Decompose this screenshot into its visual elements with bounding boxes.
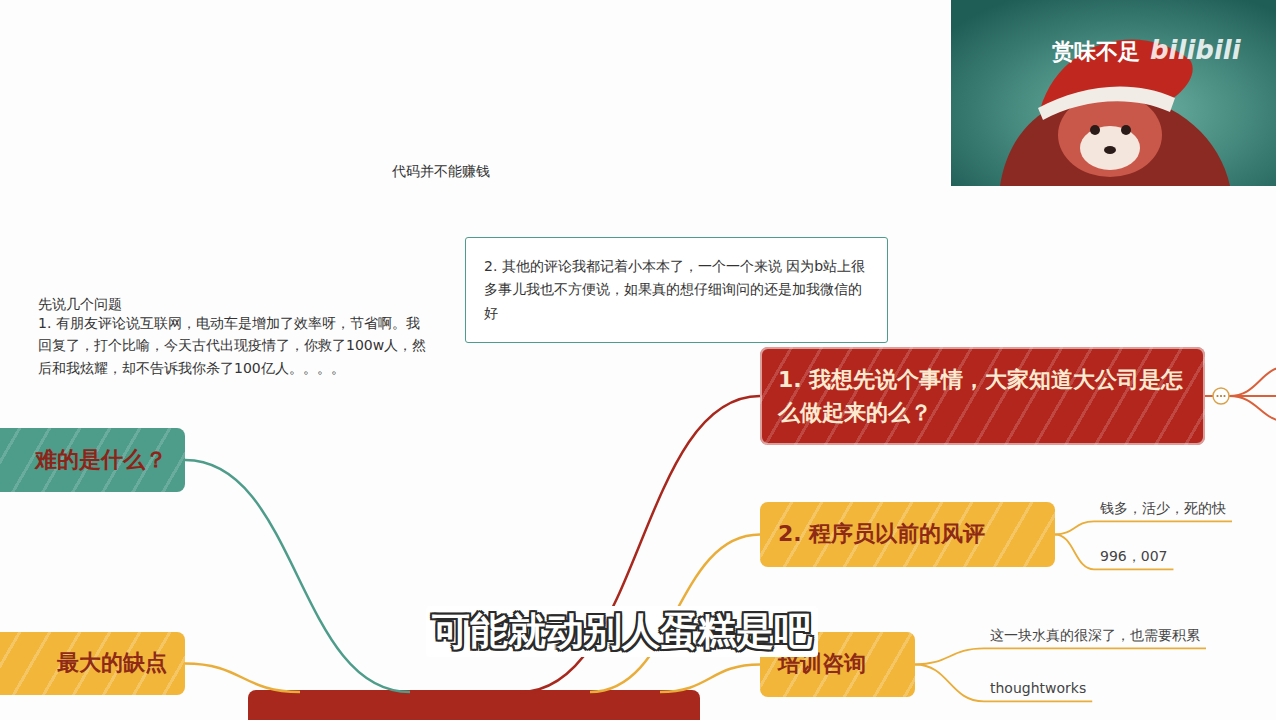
collapse-dot — [1220, 395, 1222, 397]
root-topic-bar — [248, 690, 700, 720]
note-text: 代码并不能赚钱 — [392, 160, 490, 182]
thumbnail-text: 赏味不足 — [1052, 34, 1140, 69]
subtopic-underline — [984, 647, 1206, 649]
comment-box: 2. 其他的评论我都记着小本本了，一个一个来说 因为b站上很多事儿我也不方便说，… — [465, 237, 888, 343]
panda-nose — [1104, 146, 1116, 154]
subtopic-text: thoughtworks — [990, 677, 1086, 699]
collapse-dot — [1216, 395, 1218, 397]
panda-face — [1080, 126, 1140, 170]
subtopic-line — [915, 648, 984, 664]
thumbnail-frame — [949, 0, 951, 186]
note-heading: 先说几个问题 — [38, 293, 122, 315]
santa-hat-brim — [1038, 87, 1175, 120]
node-text: 1. 我想先说个事情，大家知道大公司是怎么做起来的么？ — [778, 363, 1187, 429]
topic-box: 2. 程序员以前的风评 — [760, 502, 1055, 567]
thumbnail-ground — [949, 0, 1276, 186]
watermark: bilibili — [1150, 30, 1241, 72]
subtopic-text: 这一块水真的很深了，也需要积累 — [990, 624, 1200, 646]
subtopic-line — [1055, 535, 1094, 570]
node-text: 最大的缺点 — [57, 648, 167, 679]
node-text: 2. 其他的评论我都记着小本本了，一个一个来说 因为b站上很多事儿我也不方便说，… — [484, 255, 869, 324]
panda-eye — [1121, 125, 1131, 135]
branch-line — [660, 665, 760, 693]
subtopic-underline — [984, 700, 1092, 702]
branch-line — [1229, 396, 1276, 422]
video-subtitle: 可能就动别人蛋糕是吧 — [426, 606, 818, 657]
node-text: 难的是什么？ — [35, 445, 167, 476]
branch-line — [1205, 395, 1213, 397]
topic-box: 最大的缺点 — [0, 632, 185, 695]
subtopic-text: 钱多，活少，死的快 — [1100, 497, 1226, 519]
topic-box: 难的是什么？ — [0, 428, 185, 492]
main-topic: 1. 我想先说个事情，大家知道大公司是怎么做起来的么？ — [760, 347, 1205, 445]
panda-eye — [1090, 125, 1100, 135]
node-text: 2. 程序员以前的风评 — [778, 519, 985, 550]
collapse-knob — [1213, 388, 1229, 404]
video-thumbnail — [949, 0, 1276, 186]
branch-line — [1229, 366, 1276, 396]
collapse-dot — [1223, 395, 1225, 397]
subtopic-line — [915, 665, 984, 702]
subtopic-underline — [1094, 568, 1173, 570]
branch-line — [185, 664, 300, 693]
note-text: 1. 有朋友评论说互联网，电动车是增加了效率呀，节省啊。我回复了，打个比喻，今天… — [38, 312, 433, 379]
subtopic-text: 996，007 — [1100, 545, 1167, 567]
subtopic-underline — [1094, 520, 1232, 522]
branch-line — [185, 460, 410, 692]
subtopic-line — [1055, 521, 1094, 534]
